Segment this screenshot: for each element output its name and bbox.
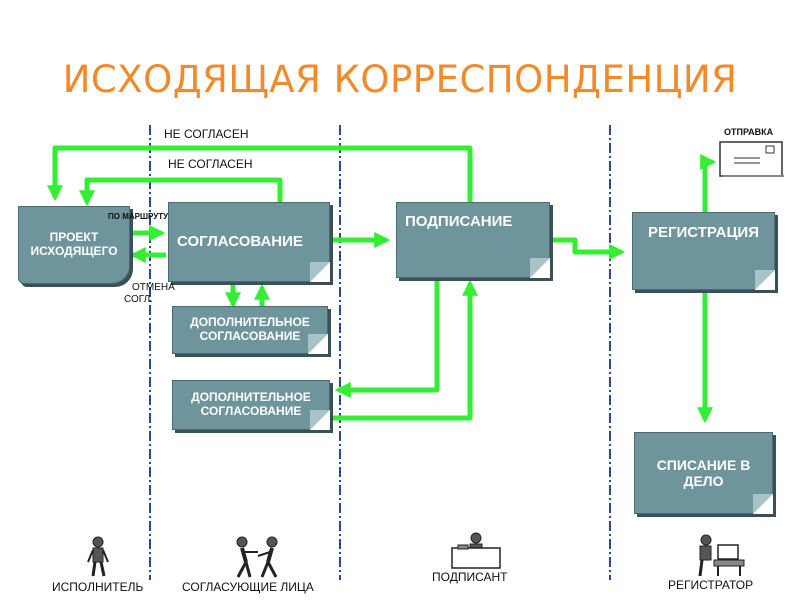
label-send: ОТПРАВКА [724,127,774,137]
approval-label: СОГЛАСОВАНИЕ [177,233,303,251]
arrow-signing-to-extra2 [334,278,440,399]
archive-line1: СПИСАНИЕ В [656,456,751,473]
archive-box: СПИСАНИЕ В ДЕЛО [634,432,773,514]
person-icon [87,536,109,577]
extra1-line1: ДОПОЛНИТЕЛЬНОЕ [190,315,310,330]
draft-line1: ПРОЕКТ [49,230,99,245]
role-signer: ПОДПИСАНТ [432,570,508,584]
page-fold-icon [310,410,330,430]
label-cancel-line1: ОТМЕНА [132,282,175,293]
page-fold-icon [753,494,773,514]
desk-person-icon [451,532,501,569]
page-fold-icon [530,258,550,278]
draft-document-box: ПРОЕКТ ИСХОДЯЩЕГО [18,206,130,284]
page-title: ИСХОДЯЩАЯ КОРРЕСПОНДЕНЦИЯ [62,58,738,101]
extra2-line1: ДОПОЛНИТЕЛЬНОЕ [191,390,311,405]
label-disagree-mid: НЕ СОГЛАСЕН [168,157,253,171]
page-fold-icon [310,262,330,282]
registration-box: РЕГИСТРАЦИЯ [632,212,775,290]
label-cancel-line2: СОГЛ. [124,294,153,305]
lane-dividers [149,125,611,580]
archive-line2: ДЕЛО [683,473,724,489]
arrow-registration-to-send [700,153,717,212]
extra1-line2: СОГЛАСОВАНИЕ [199,329,301,343]
arrow-signing-to-draft [46,145,473,202]
label-by-route: ПО МАРШРУТУ [108,212,169,221]
arrow-signing-to-registration [550,237,626,261]
page-fold-icon [755,270,775,290]
label-disagree-top: НЕ СОГЛАСЕН [164,127,249,141]
role-registrar: РЕГИСТРАТОР [668,578,754,592]
signing-box: ПОДПИСАНИЕ [396,202,550,278]
registration-label: РЕГИСТРАЦИЯ [648,224,759,242]
extra2-line2: СОГЛАСОВАНИЕ [200,404,302,418]
arrow-approval-to-draft [78,177,283,207]
people-icon [236,536,278,578]
envelope-icon [719,141,784,177]
arrow-extra2-to-signing [332,279,479,421]
approval-box: СОГЛАСОВАНИЕ [168,202,330,282]
flow-arrows [46,145,717,424]
extra-approval-box-1: ДОПОЛНИТЕЛЬНОЕ СОГЛАСОВАНИЕ [172,306,328,354]
computer-operator-icon [698,534,745,577]
extra-approval-box-2: ДОПОЛНИТЕЛЬНОЕ СОГЛАСОВАНИЕ [172,380,330,430]
role-executor: ИСПОЛНИТЕЛЬ [52,580,144,594]
signing-label: ПОДПИСАНИЕ [405,213,513,231]
role-approvers: СОГЛАСУЮЩИЕ ЛИЦА [182,580,314,594]
page-fold-icon [308,334,328,354]
draft-line2: ИСХОДЯЩЕГО [30,244,118,258]
